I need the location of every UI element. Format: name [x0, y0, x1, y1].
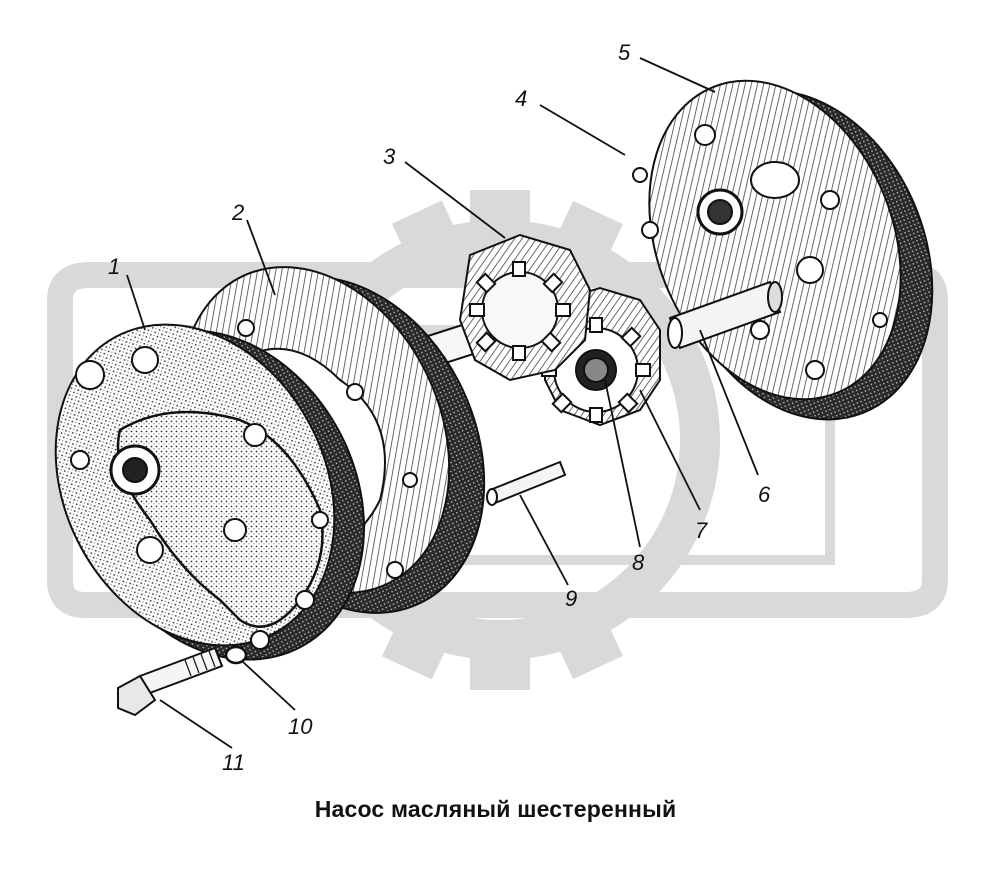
callout-1: 1: [108, 254, 120, 279]
part-spring-washer: [224, 645, 248, 665]
callout-3: 3: [383, 144, 396, 169]
callout-4: 4: [515, 86, 527, 111]
callout-8: 8: [632, 550, 645, 575]
part-driven-shaft: [667, 280, 783, 350]
callout-labels: 1 2 3 4 5 6 7 8 9 10 11: [108, 40, 771, 775]
leader-lines: [126, 57, 759, 749]
callout-5: 5: [618, 40, 631, 65]
part-drive-gear-shaft: [397, 233, 592, 382]
callout-2: 2: [231, 200, 244, 225]
part-dowel-pin: [486, 460, 567, 506]
callout-9: 9: [565, 586, 577, 611]
callout-10: 10: [288, 714, 313, 739]
callout-6: 6: [758, 482, 771, 507]
callout-11: 11: [222, 750, 245, 775]
callout-7: 7: [695, 518, 708, 543]
part-front-cover: [54, 323, 365, 661]
part-bolt: [117, 646, 224, 717]
figure-caption: Насос масляный шестеренный: [314, 796, 677, 822]
